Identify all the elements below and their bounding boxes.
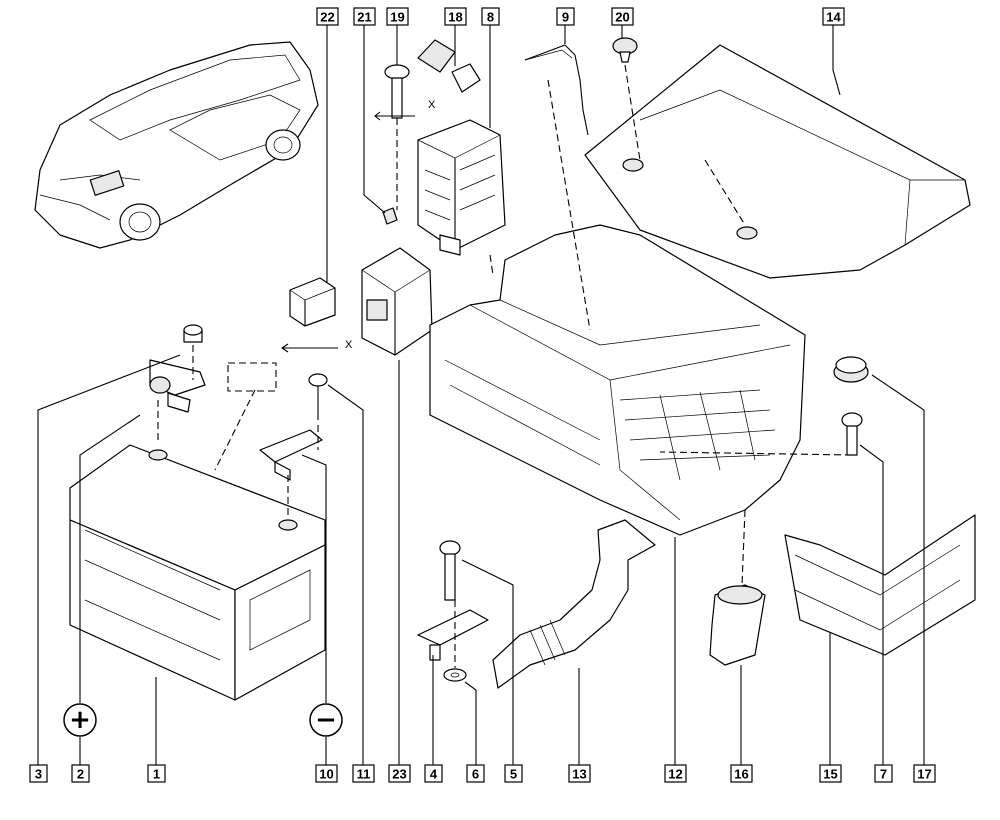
svg-text:20: 20 [615,10,629,25]
axis-x-lower: X [345,339,353,351]
heat-shield [784,514,976,656]
callout-3: 3 [29,764,48,783]
svg-text:18: 18 [448,10,462,25]
axis-x-upper: X [428,99,436,111]
axis-x-marks: X X [281,99,436,353]
callout-17: 17 [913,764,936,783]
fuse-box [417,119,506,256]
positive-terminal-clamp [149,324,206,413]
bracket [417,609,489,661]
vehicle-illustration [34,41,319,249]
svg-text:23: 23 [392,767,406,782]
svg-text:21: 21 [357,10,371,25]
svg-text:9: 9 [562,10,569,25]
callout-1: 1 [147,764,166,783]
svg-text:14: 14 [826,10,841,25]
callout-6: 6 [466,764,485,783]
svg-text:13: 13 [572,767,586,782]
svg-text:10: 10 [319,767,333,782]
callout-18: 18 [444,7,467,26]
callout-20: 20 [611,7,634,26]
callout-5: 5 [504,764,523,783]
svg-text:15: 15 [823,767,837,782]
callout-11: 11 [352,764,375,783]
leader-lines [37,25,925,765]
positive-symbol: + [69,705,91,735]
callout-9: 9 [556,7,575,26]
svg-text:2: 2 [77,767,84,782]
svg-text:19: 19 [390,10,404,25]
svg-text:7: 7 [880,767,887,782]
tray-bolt [841,412,863,456]
callout-10: 10 [315,764,338,783]
washer [443,668,467,682]
relay [289,277,336,327]
vent-pipe [524,44,589,136]
svg-text:12: 12 [668,767,682,782]
callout-21: 21 [353,7,376,26]
svg-text:4: 4 [430,767,438,782]
polarity-symbols: + − [63,703,343,737]
callout-13: 13 [568,764,591,783]
callout-12: 12 [664,764,687,783]
callout-15: 15 [819,764,842,783]
cover-fastener [612,37,638,63]
svg-text:11: 11 [357,767,371,782]
negative-symbol: − [315,705,337,735]
negative-symbol-circle [309,703,343,737]
svg-text:17: 17 [917,767,931,782]
air-duct [492,519,656,689]
callout-7: 7 [874,764,893,783]
clip [382,207,398,225]
positive-symbol-circle [63,703,97,737]
callout-labels: 3 2 1 10 11 23 4 6 5 13 12 16 15 7 17 22… [29,7,936,783]
svg-text:22: 22 [320,10,334,25]
grommet [833,356,869,383]
callout-19: 19 [386,7,409,26]
battery-cover [584,44,971,279]
bracket-bolt [439,540,461,601]
svg-text:1: 1 [153,767,160,782]
svg-text:3: 3 [35,767,42,782]
callout-23: 23 [388,764,411,783]
callout-16: 16 [730,764,753,783]
callout-2: 2 [71,764,90,783]
svg-text:16: 16 [734,767,748,782]
svg-text:6: 6 [472,767,479,782]
fuse-box-bolt [384,64,410,119]
duct-adapter [709,584,766,666]
svg-text:8: 8 [487,10,494,25]
callout-4: 4 [424,764,443,783]
svg-text:5: 5 [510,767,517,782]
electronic-module [361,247,433,356]
callout-8: 8 [481,7,500,26]
battery [69,444,326,701]
battery-tray [429,224,806,536]
fuse-cover-cap [417,39,481,93]
callout-22: 22 [316,7,339,26]
negative-terminal-clamp [259,373,328,481]
assembly-lines [157,64,853,668]
callout-14: 14 [822,7,845,26]
